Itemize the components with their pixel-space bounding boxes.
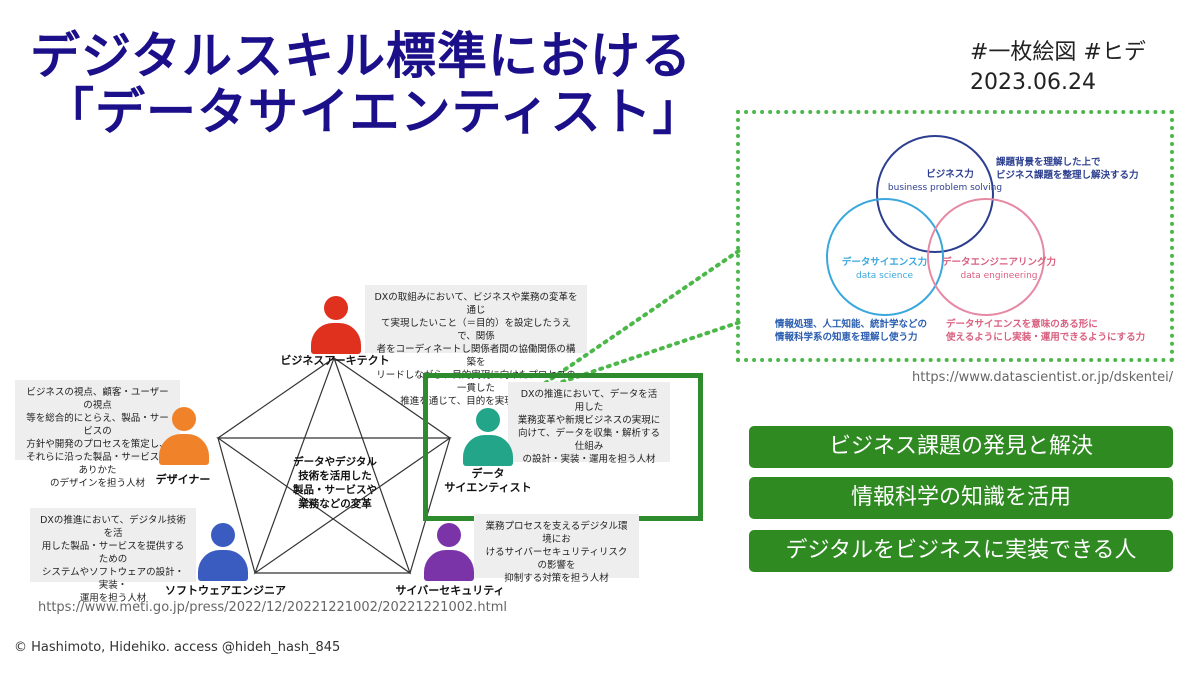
venn-science-en: data science	[856, 271, 913, 281]
scientist-label-2: サイエンティスト	[444, 481, 532, 494]
circle-business	[876, 135, 994, 253]
architect-description: DXの取組みにおいて、ビジネスや業務の変革を通じて実現したいこと（＝目的）を設定…	[365, 285, 587, 407]
security-description: 業務プロセスを支えるデジタル環境におけるサイバーセキュリティリスクの影響を抑制す…	[474, 514, 639, 584]
venn-panel-frame	[736, 110, 1174, 362]
hashtags: #一枚絵図 #ヒデ	[970, 40, 1146, 65]
circle-engineering	[927, 198, 1045, 316]
pentagram-star	[216, 356, 452, 575]
pentagon-outline	[217, 357, 451, 574]
scientist-person-icon	[463, 408, 513, 466]
title-line-2: 「データサイエンティスト」	[44, 83, 704, 141]
architect-label: ビジネスアーキテクト	[280, 354, 390, 367]
center-text: データやデジタル技術を活用した製品・サービスや業務などの変革	[293, 456, 377, 510]
software-person-icon	[198, 523, 248, 581]
venn-science-name: データサイエンス力	[841, 257, 928, 268]
venn-source-link[interactable]: https://www.datascientist.or.jp/dskentei…	[912, 370, 1174, 385]
venn-engineering-note-2: 使えるようにし実装・運用できるようにする力	[946, 332, 1146, 343]
copyright-footer: © Hashimoto, Hidehiko. access @hideh_has…	[14, 640, 341, 655]
software-label: ソフトウェアエンジニア	[165, 584, 286, 597]
venn-diagram	[826, 135, 1045, 316]
venn-business-note-2: ビジネス課題を整理し解決する力	[996, 170, 1139, 181]
venn-engineering-note-1: データサイエンスを意味のある形に	[946, 319, 1098, 330]
summary-box-2: 情報科学の知識を活用	[749, 477, 1173, 519]
scientist-label-1: データ	[471, 467, 505, 480]
venn-engineering-en: data engineering	[960, 271, 1038, 281]
venn-science-note-1: 情報処理、人工知能、統計学などの	[775, 319, 928, 330]
software-description: DXの推進において、デジタル技術を活用した製品・サービスを提供するためのシステム…	[30, 508, 196, 604]
architect-person-icon	[311, 296, 361, 354]
zoom-connector	[530, 248, 742, 394]
security-label: サイバーセキュリティ	[395, 584, 505, 597]
date: 2023.06.24	[970, 70, 1096, 95]
designer-description: ビジネスの視点、顧客・ユーザーの視点等を総合的にとらえ、製品・サービスの方針や開…	[15, 380, 180, 489]
venn-business-en: business problem solving	[887, 183, 1003, 193]
venn-business-name: ビジネス力	[926, 169, 974, 180]
meti-source-link[interactable]: https://www.meti.go.jp/press/2022/12/202…	[38, 600, 507, 615]
scientist-highlight-frame	[423, 373, 703, 521]
security-person-icon	[424, 523, 474, 581]
venn-engineering-name: データエンジニアリング力	[941, 257, 1056, 268]
title-line-1: デジタルスキル標準における	[30, 27, 692, 85]
venn-science-note-2: 情報科学系の知恵を理解し使う力	[775, 332, 918, 343]
summary-box-1: ビジネス課題の発見と解決	[749, 426, 1173, 468]
venn-business-note-1: 課題背景を理解した上で	[996, 157, 1101, 168]
circle-science	[826, 198, 944, 316]
scientist-description: DXの推進において、データを活用した業務変革や新規ビジネスの実現に向けて、データ…	[508, 382, 670, 465]
designer-label: デザイナー	[155, 473, 211, 486]
summary-box-3: デジタルをビジネスに実装できる人	[749, 530, 1173, 572]
designer-person-icon	[159, 407, 209, 465]
